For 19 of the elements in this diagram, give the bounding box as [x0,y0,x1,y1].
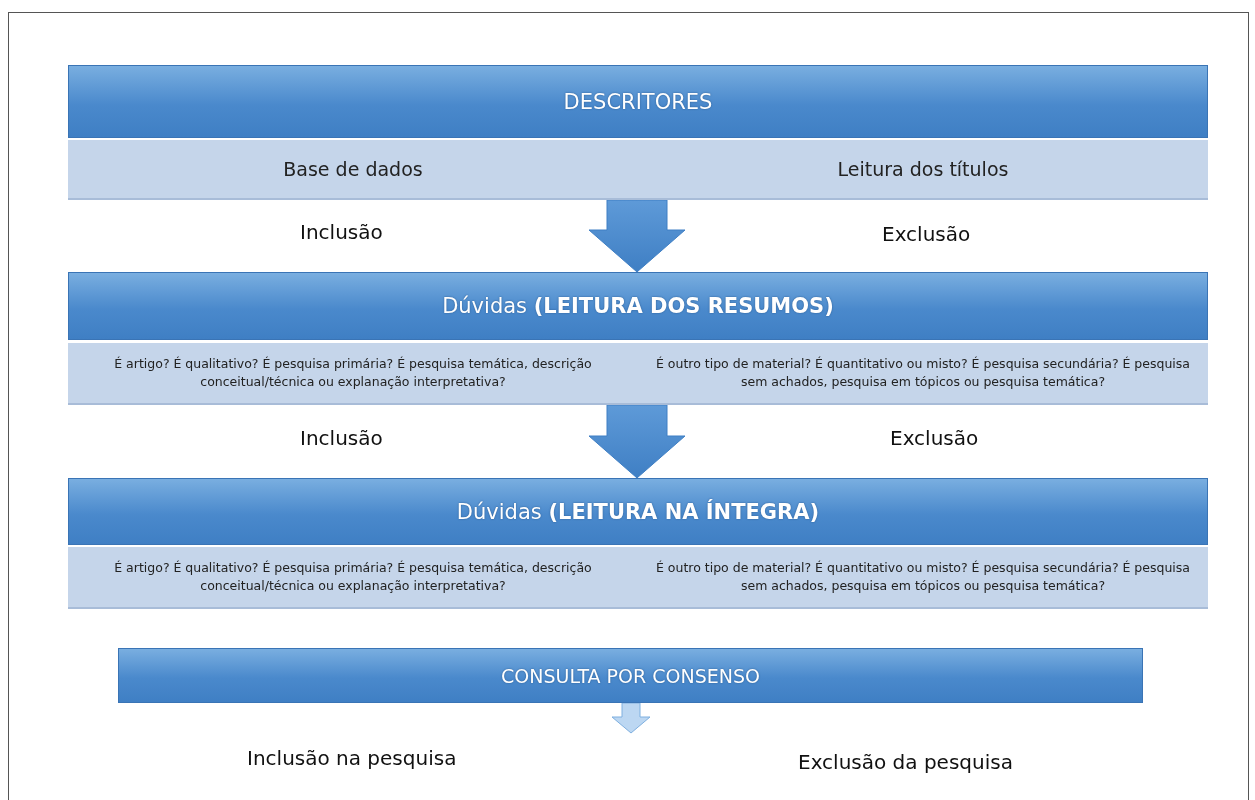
header-bar: CONSULTA POR CONSENSO [118,648,1143,703]
block-arrow [588,199,686,273]
outcome-label: Exclusão da pesquisa [798,750,1013,774]
outcome-label: Exclusão [882,222,971,246]
header-bar: Dúvidas (LEITURA NA ÍNTEGRA) [68,478,1208,545]
criteria-cell: É outro tipo de material? É quantitativo ou misto? É pesquisa secundária? É pesquisa sem achados, pesquisa em tópicos ou pesquisa temática? [638,547,1208,609]
outcome-label: Inclusão [300,426,383,450]
block-arrow [611,702,651,734]
criteria-cell: Leitura dos títulos [638,140,1208,200]
header-bar: Dúvidas (LEITURA DOS RESUMOS) [68,272,1208,340]
criteria-cell: É outro tipo de material? É quantitativo ou misto? É pesquisa secundária? É pesquisa sem achados, pesquisa em tópicos ou pesquisa temática? [638,343,1208,405]
header-bar: DESCRITORES [68,65,1208,138]
outcome-label: Inclusão [300,220,383,244]
criteria-cell: Base de dados [68,140,638,200]
criteria-cell: É artigo? É qualitativo? É pesquisa primária? É pesquisa temática, descrição conceitual/técnica ou explanação interpretativa? [68,343,638,405]
outcome-label: Exclusão [890,426,979,450]
criteria-cell: É artigo? É qualitativo? É pesquisa primária? É pesquisa temática, descrição conceitual/técnica ou explanação interpretativa? [68,547,638,609]
outcome-label: Inclusão na pesquisa [247,746,457,770]
block-arrow [588,404,686,479]
